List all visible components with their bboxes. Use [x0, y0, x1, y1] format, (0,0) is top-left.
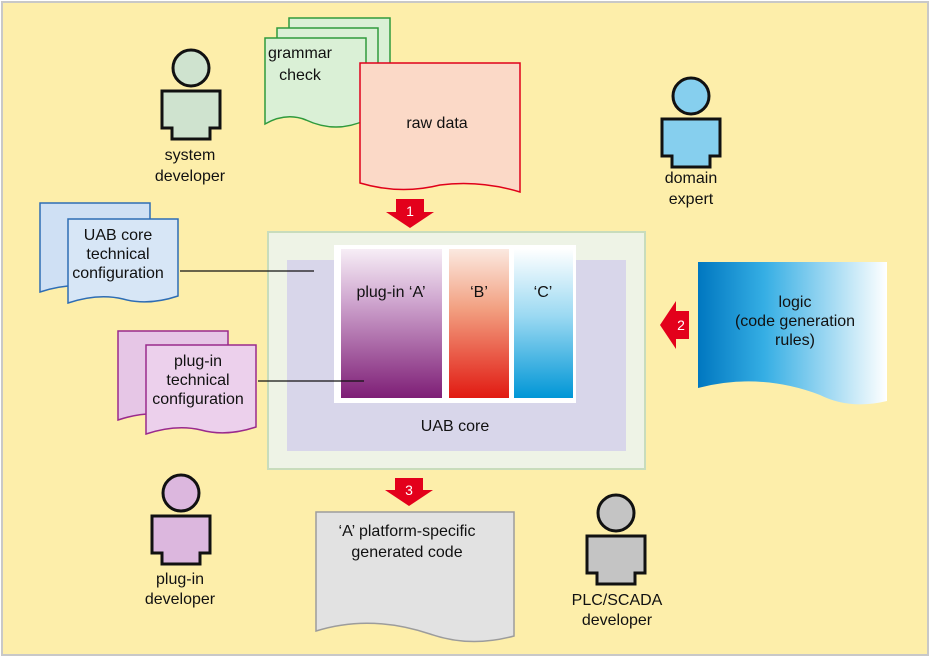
logic-doc: logic (code generation rules)	[698, 262, 887, 405]
step-1-number: 1	[406, 203, 414, 219]
step-2-number: 2	[677, 317, 685, 333]
plugin-developer-label-1: plug-in	[156, 571, 204, 588]
plugin-a-label: plug-in ‘A’	[356, 284, 425, 301]
plc-scada-developer-label-2: developer	[582, 612, 653, 629]
plugin-config-label-1: plug-in	[174, 353, 222, 370]
raw-data-label: raw data	[406, 115, 467, 132]
generated-code-label-1: ‘A’ platform-specific	[339, 523, 476, 540]
uab-config-label-2: technical	[86, 246, 149, 263]
generated-code-label-2: generated code	[351, 544, 462, 561]
step-2-arrow: 2	[660, 301, 689, 349]
step-3-arrow: 3	[385, 478, 433, 506]
domain-expert-label-1: domain	[665, 170, 717, 187]
logic-label-3: rules)	[775, 332, 815, 349]
plugin-developer-label-2: developer	[145, 591, 216, 608]
plugin-developer-person-icon	[150, 473, 212, 566]
system-developer-label-1: system	[165, 147, 216, 164]
plc-scada-developer-person-icon	[585, 493, 647, 586]
grammar-check-docs: grammar check	[264, 17, 391, 128]
raw-data-doc: raw data	[359, 62, 521, 194]
plugin-c-block	[514, 249, 573, 398]
plugin-config-docs: plug-in technical configuration	[117, 330, 257, 436]
plugin-a-block	[341, 249, 442, 398]
uab-config-label-3: configuration	[72, 265, 164, 282]
generated-code-doc: ‘A’ platform-specific generated code	[315, 511, 515, 643]
step-3-number: 3	[405, 482, 413, 498]
domain-expert-label-2: expert	[669, 191, 714, 208]
domain-expert-person-icon	[660, 76, 722, 169]
plugin-c-label: ‘C’	[534, 284, 553, 301]
logic-label-2: (code generation	[735, 313, 855, 330]
uab-core-label: UAB core	[421, 418, 490, 435]
system-developer-person-icon	[160, 48, 222, 141]
logic-label-1: logic	[779, 294, 812, 311]
plugin-config-label-2: technical	[166, 372, 229, 389]
system-developer-label-2: developer	[155, 168, 226, 185]
uab-core-config-docs: UAB core technical configuration	[39, 202, 179, 305]
plugin-config-label-3: configuration	[152, 391, 244, 408]
plugin-b-label: ‘B’	[470, 284, 488, 301]
grammar-check-label-1: grammar	[268, 45, 333, 62]
plc-scada-developer-label-1: PLC/SCADA	[572, 592, 663, 609]
uab-config-label-1: UAB core	[84, 227, 153, 244]
step-1-arrow: 1	[386, 199, 434, 228]
grammar-check-label-2: check	[279, 67, 322, 84]
plugin-b-block	[449, 249, 509, 398]
